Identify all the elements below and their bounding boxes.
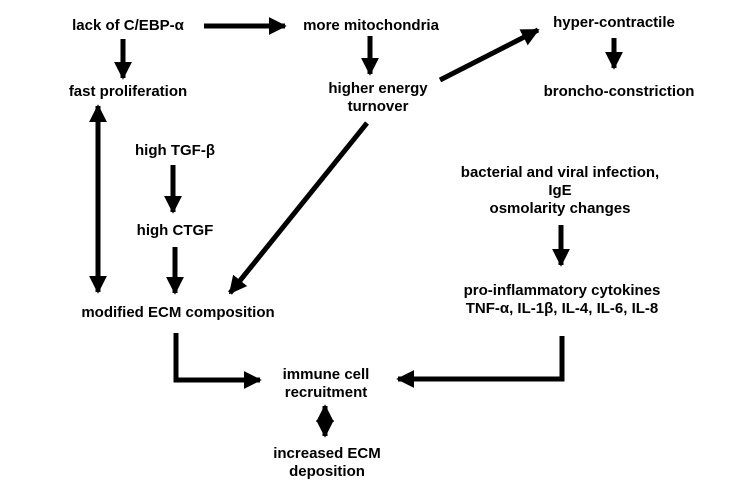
node-immune-cell-recruitment: immune cell recruitment — [270, 366, 382, 402]
node-label-line: pro-inflammatory cytokines — [463, 282, 661, 299]
node-label-line: TNF-α, IL-1β, IL-4, IL-6, IL-8 — [465, 300, 659, 317]
node-label-line: increased ECM — [273, 445, 381, 462]
arrow-ecm-to-immune — [173, 333, 262, 389]
node-modified-ecm-composition: modified ECM composition — [81, 304, 275, 321]
node-more-mitochondria: more mitochondria — [303, 17, 439, 34]
node-broncho-constriction: broncho-constriction — [543, 83, 695, 100]
node-label-line: osmolarity changes — [489, 200, 631, 217]
node-high-tgf-beta: high TGF-β — [135, 142, 215, 159]
node-pro-inflammatory-cytokines: pro-inflammatory cytokines TNF-α, IL-1β,… — [440, 282, 684, 318]
node-infection-triggers: bacterial and viral infection, IgE osmol… — [440, 164, 680, 218]
node-label-line: bacterial and viral infection, — [460, 164, 660, 181]
node-label-line: immune cell — [282, 366, 370, 383]
node-lack-of-cebpa: lack of C/EBP-α — [72, 17, 184, 34]
node-increased-ecm-deposition: increased ECM deposition — [262, 445, 392, 481]
node-label-line: turnover — [347, 98, 409, 115]
node-label-line: deposition — [289, 463, 365, 480]
node-label-line: recruitment — [284, 384, 368, 401]
node-fast-proliferation: fast proliferation — [68, 83, 188, 100]
arrow-energy-to-ecm — [228, 121, 369, 295]
arrow-energy-to-hypercontractile — [438, 27, 540, 83]
node-label-line: higher energy — [328, 80, 428, 97]
node-hyper-contractile: hyper-contractile — [553, 14, 675, 31]
node-higher-energy-turnover: higher energy turnover — [318, 80, 438, 116]
node-high-ctgf: high CTGF — [136, 222, 214, 239]
node-label-line: IgE — [548, 182, 572, 199]
arrow-cytokines-to-immune — [396, 336, 565, 388]
